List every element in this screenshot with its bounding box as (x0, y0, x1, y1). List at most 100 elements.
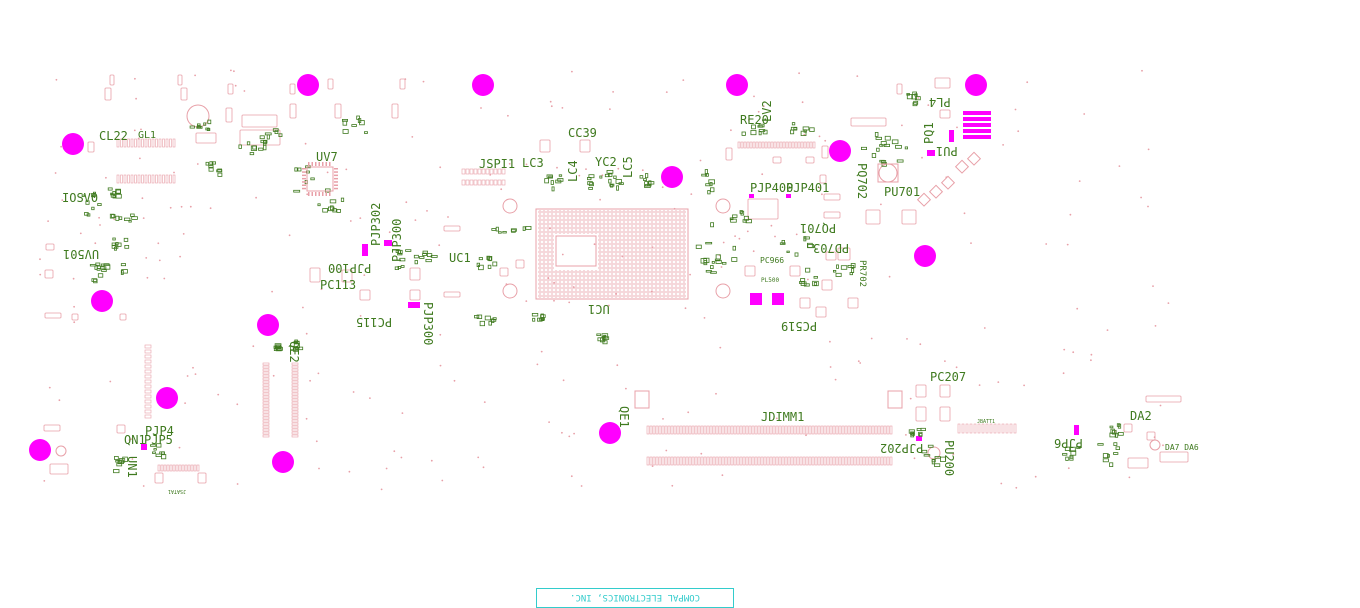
bga-ball (558, 226, 562, 230)
conn-pin (291, 380, 299, 384)
via (173, 171, 175, 174)
bga-ball (626, 214, 630, 218)
via (142, 485, 145, 487)
label-cc39: CC39 (568, 126, 597, 140)
bga-ball (674, 286, 678, 290)
bga-ball (650, 270, 654, 274)
bga-ball (598, 254, 602, 258)
label-da7-da6: DA7 DA6 (1165, 443, 1199, 452)
via (525, 300, 528, 302)
bga-ball (538, 250, 542, 254)
bga-ball (610, 270, 614, 274)
dimm-pin (709, 456, 713, 466)
bga-ball (586, 270, 590, 274)
bga-ball (626, 250, 630, 254)
bga-ball (666, 278, 670, 282)
qfp-pin (329, 162, 331, 166)
pad (44, 312, 62, 319)
bga-ball (602, 218, 606, 222)
dimm-pin (814, 456, 818, 466)
silk-component (879, 144, 884, 147)
dimm-pin (856, 425, 860, 435)
label-un1: UN1 (125, 456, 139, 478)
bga-ball (626, 210, 630, 214)
bga-ball (542, 270, 546, 274)
bga-ball (578, 286, 582, 290)
bga-ball (598, 294, 602, 298)
bga-ball (622, 210, 626, 214)
conn-pin (291, 434, 299, 438)
via (553, 281, 555, 284)
bga-ball (626, 234, 630, 238)
via (109, 380, 112, 383)
bga-ball (678, 278, 682, 282)
silk-component (97, 273, 104, 278)
bga-ball (674, 226, 678, 230)
dimm-pin (700, 456, 704, 466)
via (1153, 436, 1156, 439)
bga-ball (598, 258, 602, 262)
via (805, 434, 807, 437)
dimm-pin (832, 425, 836, 435)
bga-ball (614, 290, 618, 294)
bga-ball (606, 222, 610, 226)
conn-pin (291, 395, 299, 399)
bga-ball (682, 214, 686, 218)
via (135, 97, 138, 100)
silk-component (130, 213, 135, 217)
pad (957, 423, 961, 434)
bga-ball (578, 270, 582, 274)
bga-ball (626, 242, 630, 246)
bga-ball (554, 214, 558, 218)
bga-ball (582, 222, 586, 226)
silk-component (115, 459, 119, 463)
bga-ball (678, 218, 682, 222)
via (179, 255, 182, 258)
pad (116, 138, 120, 148)
bga-ball (578, 226, 582, 230)
bga-ball (630, 254, 634, 258)
silk-component (293, 341, 300, 344)
conn-pin (262, 368, 270, 372)
pad (1145, 395, 1182, 403)
silk-component (850, 263, 856, 269)
bga-ball (674, 266, 678, 270)
bga-ball (658, 290, 662, 294)
silk-component (833, 269, 837, 273)
silk-component (419, 255, 425, 259)
dimm-pin (676, 425, 680, 435)
via (753, 95, 755, 98)
bga-ball (614, 210, 618, 214)
bga-ball (662, 242, 666, 246)
bga-ball (550, 282, 554, 286)
silk-component (731, 257, 738, 262)
via (158, 259, 161, 262)
bga-ball (610, 258, 614, 262)
bga-ball (614, 226, 618, 230)
silk-component (918, 431, 923, 437)
pad (169, 138, 172, 148)
bga-ball (658, 254, 662, 258)
via (1017, 130, 1020, 133)
label-pjp6: PJP6 (1054, 436, 1083, 450)
bga-ball (674, 218, 678, 222)
pad (119, 313, 127, 321)
via (39, 258, 41, 261)
silk-component (152, 451, 156, 454)
bga-ball (662, 286, 666, 290)
dimm-pin (790, 425, 794, 435)
bga-ball (678, 222, 682, 226)
bga-ball (618, 242, 622, 246)
pad (473, 168, 478, 175)
via (58, 399, 61, 402)
silk-component (85, 200, 90, 205)
bga-ball (546, 294, 550, 298)
bga-ball (678, 258, 682, 262)
dimm-pin (772, 425, 776, 435)
silk-component (297, 167, 302, 172)
bga-ball (598, 246, 602, 250)
silk-component (615, 178, 622, 184)
bga-ball (590, 290, 594, 294)
dimm-pin (748, 425, 752, 435)
pad (779, 141, 783, 149)
